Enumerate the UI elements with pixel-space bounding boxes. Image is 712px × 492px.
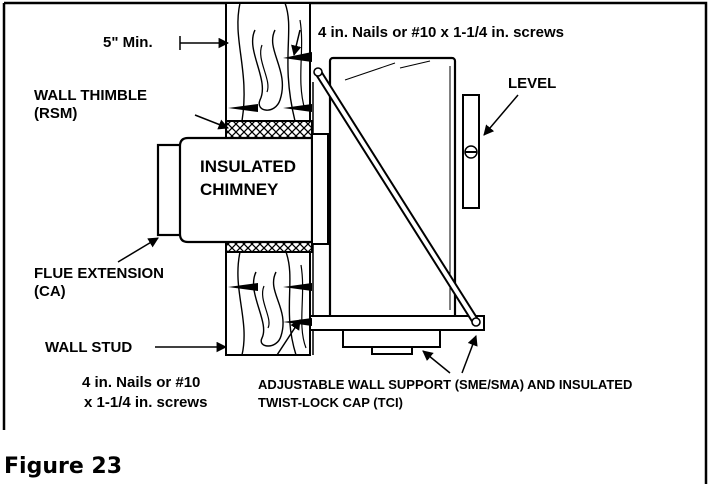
wall-stud-bottom — [225, 251, 311, 356]
wall-thimble-top — [225, 120, 313, 139]
chimney-label-1: INSULATED — [200, 157, 296, 176]
nails-top-label: 4 in. Nails or #10 x 1-1/4 in. screws — [318, 24, 564, 41]
figure-caption: Figure 23 — [4, 454, 122, 479]
wall-stud-top — [225, 2, 311, 122]
twist-lock-cap — [342, 329, 441, 348]
insulated-chimney — [178, 136, 314, 244]
clearance-label: 5" Min. — [103, 34, 153, 51]
support-label-2: TWIST-LOCK CAP (TCI) — [258, 395, 403, 410]
wall-thimble-code: (RSM) — [34, 105, 77, 122]
level-tool — [462, 94, 480, 209]
clearance-dimension: 5" Min. — [103, 34, 230, 51]
wall-support-bracket — [309, 315, 485, 331]
chimney-label-2: CHIMNEY — [200, 180, 279, 199]
nails-bottom-label-2: x 1-1/4 in. screws — [84, 394, 207, 411]
flue-extension-label: FLUE EXTENSION — [34, 265, 164, 282]
flue-extension-code: (CA) — [34, 283, 66, 300]
wall-stud-label: WALL STUD — [45, 339, 132, 356]
wall-thimble-label: WALL THIMBLE — [34, 87, 147, 104]
leader-lines — [117, 29, 519, 374]
support-label-1: ADJUSTABLE WALL SUPPORT (SME/SMA) AND IN… — [258, 377, 632, 392]
level-label: LEVEL — [508, 75, 556, 92]
chimney-collar — [311, 133, 329, 245]
nails-bottom-label-1: 4 in. Nails or #10 — [82, 374, 200, 391]
